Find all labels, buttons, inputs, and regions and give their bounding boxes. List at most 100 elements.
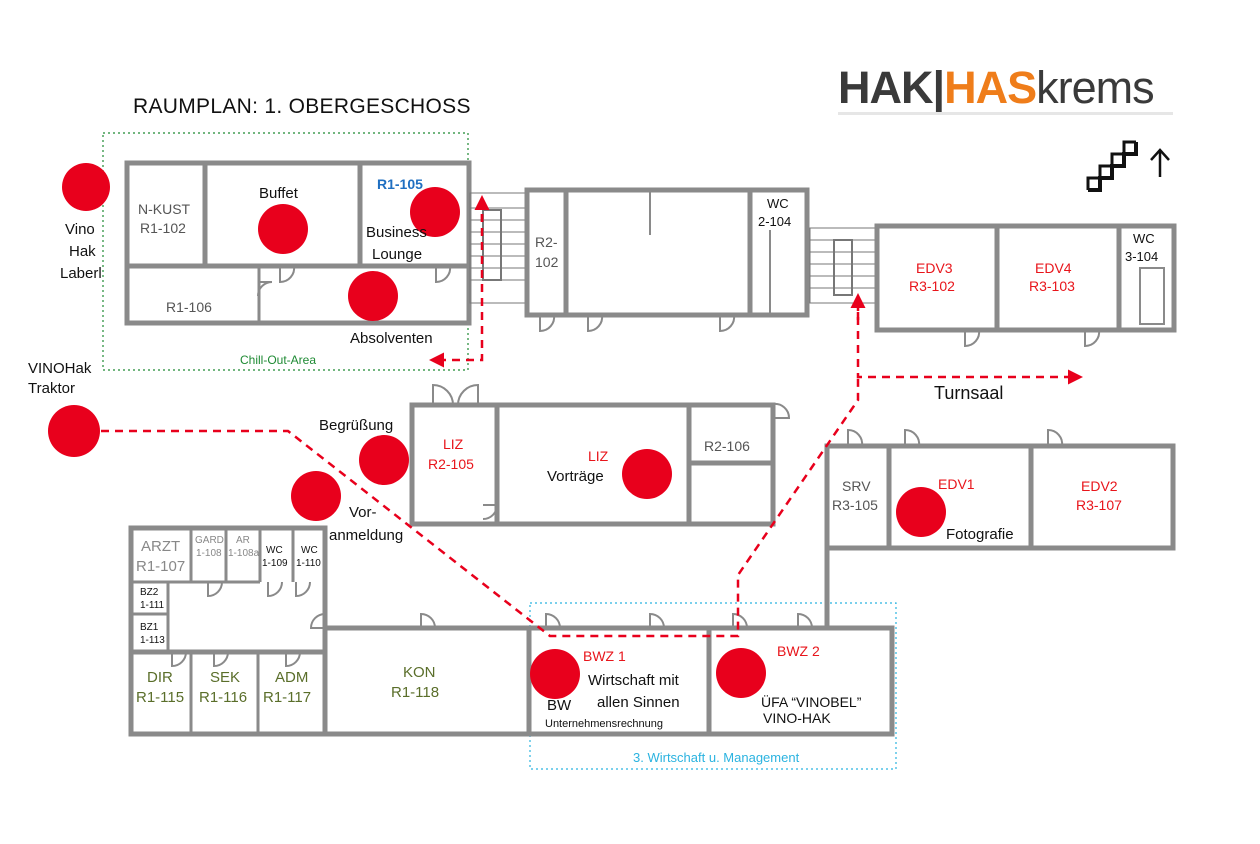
room-r2-102-line2: 102 [535, 254, 559, 270]
room-bz2-line1: BZ2 [140, 587, 159, 598]
room-ar-line1: AR [236, 535, 250, 546]
station-voranmeldung-1: Vor- [349, 504, 377, 521]
station-vortraege: Vorträge [547, 468, 604, 485]
room-r2-106: R2-106 [704, 438, 750, 454]
marker-business-lounge[interactable] [410, 187, 460, 237]
station-wirtschaft-sinne-1: Wirtschaft mit [588, 672, 680, 689]
hak-has-krems-logo: HAK|HASkrems [838, 62, 1155, 113]
station-uefa-1: ÜFA “VINOBEL” [761, 693, 862, 710]
liz-doors [432, 383, 791, 520]
marker-absolventen[interactable] [348, 271, 398, 321]
room-wc-109-line2: 1-109 [262, 558, 288, 569]
room-srv-line1: SRV [842, 478, 871, 494]
room-wc-109-line1: WC [266, 545, 283, 556]
room-wc-2-104-line1: WC [767, 196, 789, 211]
room-gard-line2: 1-108 [196, 548, 222, 559]
marker-vortraege[interactable] [622, 449, 672, 499]
station-turnsaal: Turnsaal [934, 383, 1003, 403]
right-lower-block [824, 443, 1176, 628]
bottom-left-block [128, 525, 895, 737]
station-vinohak-traktor-2: Traktor [28, 380, 75, 397]
room-liz: LIZ [588, 448, 609, 464]
room-kon-line1: KON [403, 664, 436, 681]
station-vino-hak-label-2: Hak [69, 243, 96, 260]
top-right-inner [964, 267, 1165, 348]
chill-out-zone-label: Chill-Out-Area [240, 353, 316, 367]
room-wc-110-line1: WC [301, 545, 318, 556]
room-dir-line2: R1-115 [136, 689, 184, 706]
room-edv3-line1: EDV3 [916, 260, 953, 276]
room-liz-r2-105-line1: LIZ [443, 436, 464, 452]
room-wc-3-104-line2: 3-104 [1125, 249, 1158, 264]
room-r1-102-line2: R1-102 [140, 220, 186, 236]
room-r2-102-line1: R2- [535, 234, 558, 250]
station-bw: BW [547, 697, 572, 714]
station-buffet: Buffet [259, 185, 299, 202]
middle-top-block [524, 187, 810, 318]
room-bz1-line2: 1-113 [140, 635, 165, 646]
room-wc-3-104-line1: WC [1133, 231, 1155, 246]
middle-top-inner [539, 190, 771, 333]
marker-begruessung[interactable] [359, 435, 409, 485]
marker-fotografie[interactable] [896, 487, 946, 537]
room-adm-line1: ADM [275, 669, 308, 686]
bottom-left-inner [131, 528, 295, 734]
room-sek-line2: R1-116 [199, 689, 247, 706]
room-bz2-line2: 1-111 [140, 600, 165, 611]
room-dir-line1: DIR [147, 669, 173, 686]
marker-buffet[interactable] [258, 204, 308, 254]
stairs-up-icon [1086, 140, 1138, 192]
station-business-lounge-2: Lounge [372, 246, 422, 263]
marker-bwz2[interactable] [716, 648, 766, 698]
station-business-lounge-1: Business [366, 224, 427, 241]
room-r1-102-line1: N-KUST [138, 201, 191, 217]
station-begruessung: Begrüßung [319, 417, 393, 434]
bottom-left-doors [171, 581, 813, 668]
route-lines [101, 195, 1083, 638]
top-left-block [124, 160, 472, 326]
room-r1-105: R1-105 [377, 176, 423, 192]
station-absolventen: Absolventen [350, 330, 433, 347]
room-gard-line1: GARD [195, 535, 224, 546]
door-swings-top-left [257, 265, 452, 297]
page-title: RAUMPLAN: 1. OBERGESCHOSS [133, 95, 471, 118]
room-ar-line2: 1-108a [228, 548, 260, 559]
marker-vino-hak-label[interactable] [62, 163, 110, 211]
marker-vinohak-traktor[interactable] [48, 405, 100, 457]
station-vinohak-traktor-1: VINOHak [28, 360, 92, 377]
room-kon-line2: R1-118 [391, 684, 439, 701]
room-edv1: EDV1 [938, 476, 975, 492]
room-edv3-line2: R3-102 [909, 278, 955, 294]
stairs-1 [469, 192, 526, 304]
room-arzt-line1: ARZT [141, 538, 180, 555]
room-bwz2: BWZ 2 [777, 643, 820, 659]
room-srv-line2: R3-105 [832, 497, 878, 513]
markers [48, 163, 946, 699]
room-bwz1: BWZ 1 [583, 648, 626, 664]
marker-voranmeldung[interactable] [291, 471, 341, 521]
marker-bwz1[interactable] [530, 649, 580, 699]
room-wc-110-line2: 1-110 [296, 558, 321, 569]
room-bz1-line1: BZ1 [140, 622, 159, 633]
station-uefa-2: VINO-HAK [763, 710, 831, 726]
top-right-block [874, 223, 1177, 333]
room-r1-106: R1-106 [166, 299, 212, 315]
chill-out-zone [102, 132, 469, 371]
logo-underline [838, 112, 1173, 115]
room-edv2-line1: EDV2 [1081, 478, 1118, 494]
room-sek-line1: SEK [210, 669, 240, 686]
station-voranmeldung-2: anmeldung [329, 527, 403, 544]
up-arrow-icon [1150, 148, 1170, 177]
room-edv2-line2: R3-107 [1076, 497, 1122, 513]
room-wc-2-104-line2: 2-104 [758, 214, 791, 229]
station-vino-hak-label-1: Vino [65, 221, 95, 238]
room-adm-line2: R1-117 [263, 689, 311, 706]
room-liz-r2-105-line2: R2-105 [428, 456, 474, 472]
station-vino-hak-label-3: Laberl [60, 265, 102, 282]
room-edv4-line1: EDV4 [1035, 260, 1072, 276]
station-fotografie: Fotografie [946, 526, 1014, 543]
stairs-2 [809, 227, 877, 304]
liz-block [409, 402, 776, 527]
management-zone-label: 3. Wirtschaft u. Management [633, 750, 800, 765]
